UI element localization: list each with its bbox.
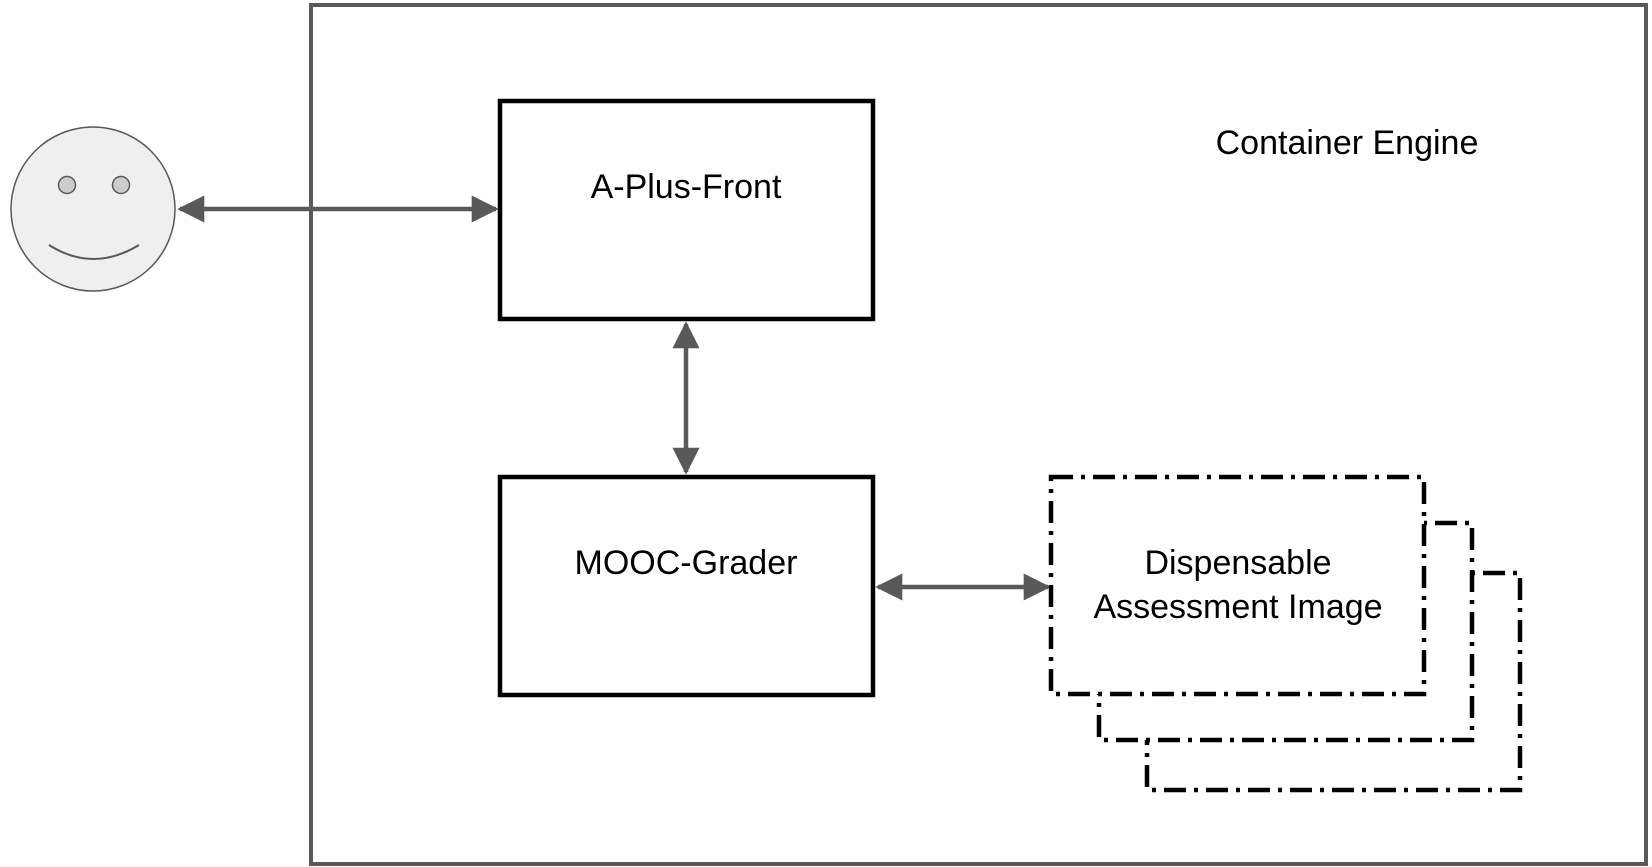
right-eye-icon (111, 175, 131, 195)
assessment-image-stack: Dispensable Assessment Image (1048, 474, 1523, 793)
a-plus-front-node: A-Plus-Front (497, 98, 876, 322)
smile-icon (48, 244, 140, 260)
user-smiley-icon (10, 126, 176, 292)
image-label-line2: Assessment Image (1093, 588, 1382, 626)
mooc-grader-node: MOOC-Grader (497, 474, 876, 698)
container-engine-label: Container Engine (1216, 124, 1479, 162)
a-plus-front-label: A-Plus-Front (591, 168, 782, 206)
mooc-grader-label: MOOC-Grader (575, 544, 798, 582)
left-eye-icon (57, 175, 77, 195)
image-label-line1: Dispensable (1144, 544, 1331, 582)
container-engine-frame (309, 3, 1648, 866)
image-box-front (1048, 474, 1427, 697)
